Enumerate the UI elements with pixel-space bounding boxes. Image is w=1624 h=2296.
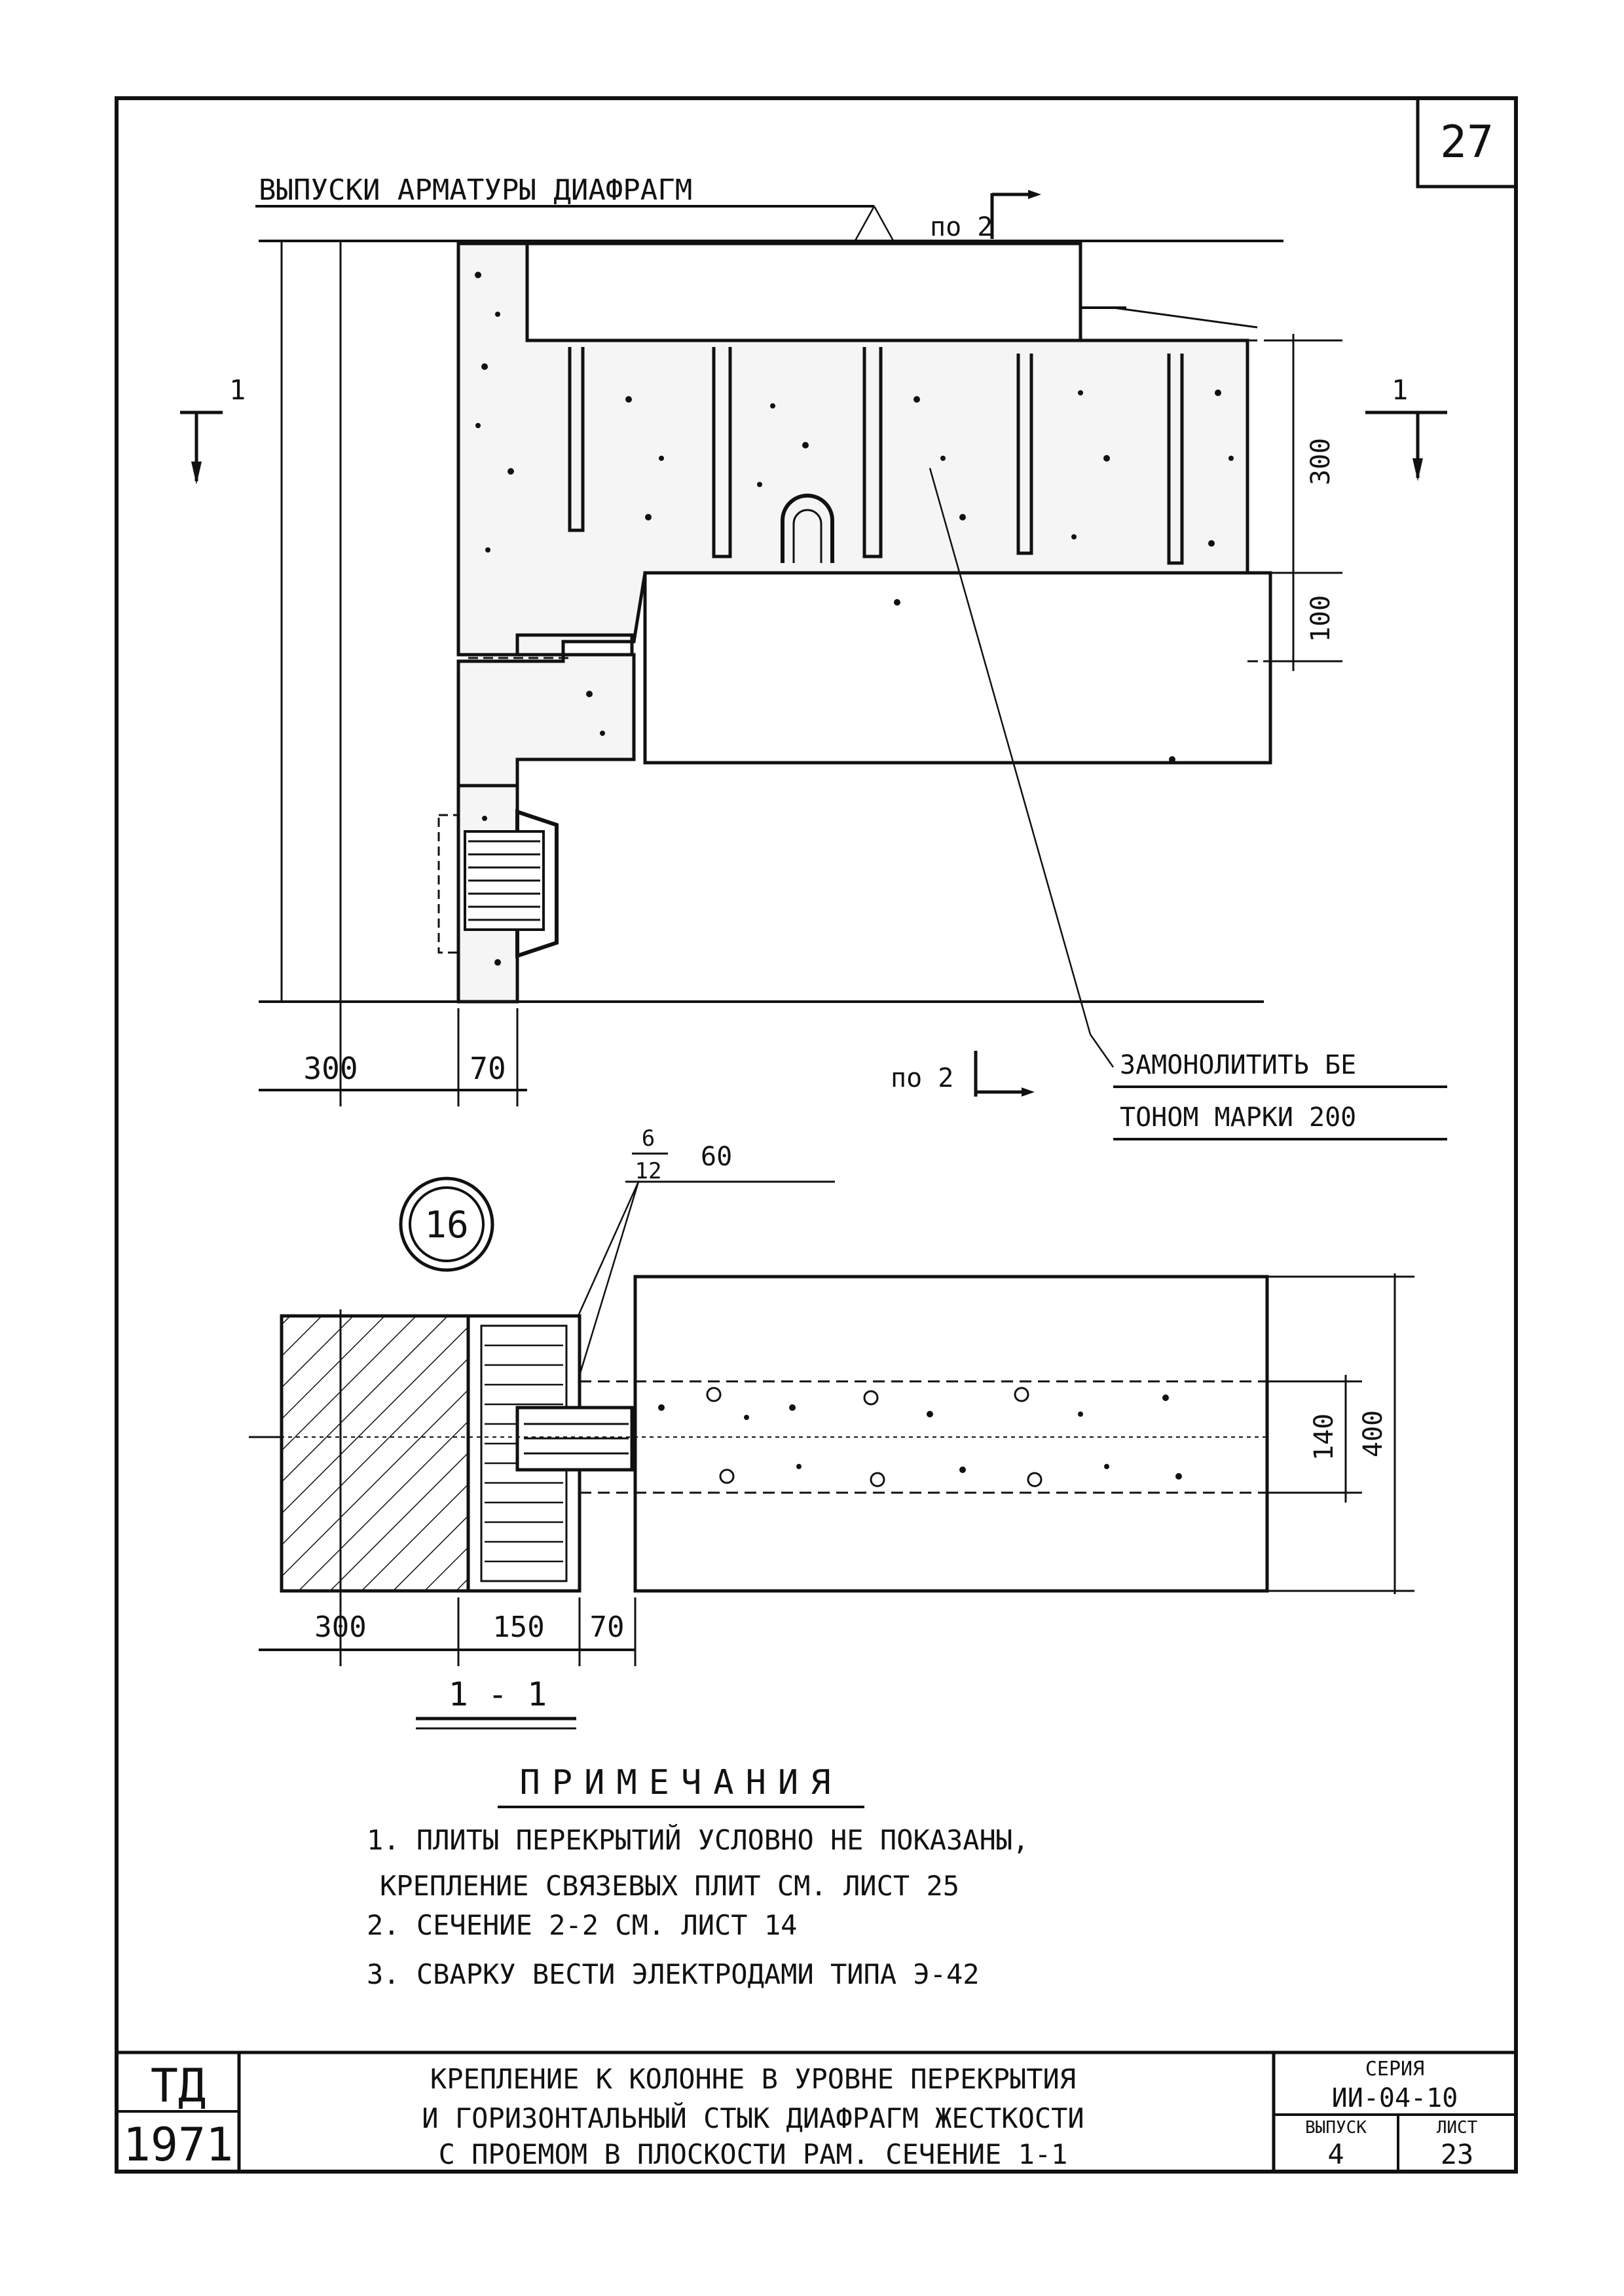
org-code: ТД (151, 2059, 206, 2113)
weld-numerator: 6 (642, 1125, 655, 1152)
note-1-line2: КРЕПЛЕНИЕ СВЯЗЕВЫХ ПЛИТ СМ. ЛИСТ 25 (380, 1870, 959, 1902)
sheet-label: ЛИСТ (1437, 2118, 1478, 2138)
dim-70-lower: 70 (590, 1611, 625, 1644)
horizontal-dimensions-upper: 300 70 (259, 1008, 527, 1106)
notes: ПРИМЕЧАНИЯ 1. ПЛИТЫ ПЕРЕКРЫТИЙ УСЛОВНО Н… (367, 1763, 1029, 1990)
sheet-value: 23 (1441, 2138, 1474, 2170)
issue-value: 4 (1327, 2138, 1344, 2170)
issue-label: ВЫПУСК (1305, 2118, 1367, 2138)
note-3: 3. СВАРКУ ВЕСТИ ЭЛЕКТРОДАМИ ТИПА Э-42 (367, 1958, 980, 1990)
section-1-left-label: 1 (229, 374, 246, 406)
section-2-bottom-label: по 2 (891, 1063, 953, 1093)
note-1-line1: 1. ПЛИТЫ ПЕРЕКРЫТИЙ УСЛОВНО НЕ ПОКАЗАНЫ, (367, 1823, 1029, 1856)
dim-400: 400 (1358, 1410, 1388, 1457)
dim-140: 140 (1309, 1413, 1339, 1461)
concrete-leader (929, 467, 1092, 1035)
lower-horizontal-dimensions: 300 150 70 (259, 1597, 637, 1666)
dim-300-vert: 300 (1306, 438, 1336, 485)
title-line-1: КРЕПЛЕНИЕ К КОЛОННЕ В УРОВНЕ ПЕРЕКРЫТИЯ (430, 2063, 1076, 2095)
concrete-joint-lower (456, 653, 636, 788)
rebar-callout: ВЫПУСКИ АРМАТУРЫ ДИАФРАГМ (259, 173, 692, 207)
section-title: 1 - 1 (449, 1675, 547, 1713)
weld-denominator: 12 (635, 1158, 662, 1184)
upper-view: ВЫПУСКИ АРМАТУРЫ ДИАФРАГМ по 2 (180, 173, 1447, 1140)
sheet-frame (115, 96, 1518, 2174)
rebar-outlets (568, 347, 1184, 565)
section-1-left-marker: 1 (180, 374, 246, 484)
diaphragm-plan (633, 1275, 1269, 1593)
concrete-callout-line2: ТОНОМ МАРКИ 200 (1120, 1102, 1356, 1133)
vertical-dimensions: 300 100 (1270, 334, 1342, 671)
title-line-3: С ПРОЕМОМ В ПЛОСКОСТИ РАМ. СЕЧЕНИЕ 1-1 (439, 2138, 1068, 2170)
weld-length: 60 (701, 1142, 732, 1172)
section-1-1-view: 16 6 12 60 (249, 1125, 1414, 1730)
section-1-right-marker: 1 (1365, 374, 1447, 481)
title-line-2: И ГОРИЗОНТАЛЬНЫЙ СТЫК ДИАФРАГМ ЖЕСТКОСТИ (422, 2102, 1084, 2134)
lower-vertical-dimensions: 140 400 (1267, 1273, 1414, 1594)
series-label: СЕРИЯ (1365, 2058, 1424, 2081)
bearing-pad (437, 809, 559, 959)
note-2: 2. СЕЧЕНИЕ 2-2 СМ. ЛИСТ 14 (367, 1909, 797, 1941)
sheet-number-box: 27 (1416, 96, 1518, 189)
section-1-right-label: 1 (1392, 374, 1408, 406)
sheet-number: 27 (1440, 117, 1494, 168)
year: 1971 (123, 2118, 234, 2172)
node-circle-outer (399, 1176, 494, 1272)
upper-diaphragm-panel (525, 242, 1082, 342)
concrete-callout-line1: ЗАМОНОЛИТИТЬ БЕ (1120, 1050, 1356, 1080)
embedded-plate (515, 633, 634, 657)
lower-diaphragm-panel (643, 571, 1272, 765)
dim-150: 150 (492, 1611, 544, 1644)
monolith-fill (658, 1387, 1182, 1487)
dim-70-horiz: 70 (470, 1051, 506, 1086)
node-number: 16 (424, 1204, 468, 1247)
dim-300-horiz: 300 (303, 1051, 358, 1086)
dim-300-lower: 300 (314, 1611, 366, 1644)
column-section (280, 1314, 470, 1593)
dim-100-vert: 100 (1306, 595, 1336, 642)
title-block: ТД 1971 КРЕПЛЕНИЕ К КОЛОННЕ В УРОВНЕ ПЕР… (117, 2050, 1516, 2172)
section-2-top-label: по 2 (930, 212, 993, 242)
node-circle-inner (409, 1186, 485, 1262)
series-value: ИИ-04-10 (1332, 2083, 1458, 2113)
notes-heading: ПРИМЕЧАНИЯ (519, 1763, 842, 1802)
